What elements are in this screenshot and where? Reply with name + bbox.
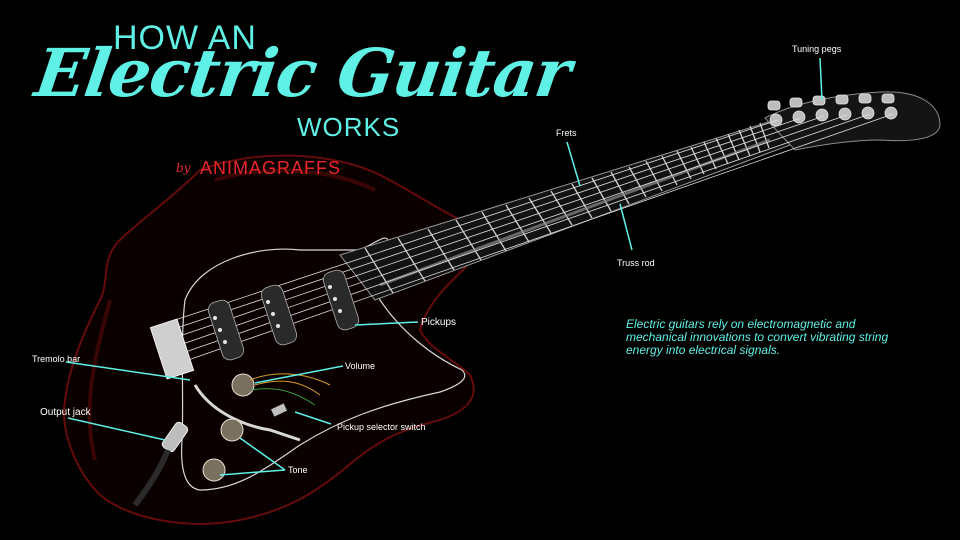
- title-line-1: HOW AN: [113, 19, 257, 57]
- pickups: [207, 269, 360, 361]
- pole-pieces: [213, 285, 342, 344]
- label-tremolo-bar: Tremolo bar: [32, 354, 81, 364]
- pickguard: [180, 237, 466, 491]
- label-pickups: Pickups: [421, 317, 457, 328]
- label-pickup-selector: Pickup selector switch: [337, 422, 426, 432]
- description-text: Electric guitars rely on electromagnetic…: [626, 317, 889, 357]
- bridge: [149, 318, 195, 380]
- brand-name: ANIMAGRAFFS: [200, 158, 342, 178]
- label-tuning-pegs: Tuning pegs: [792, 44, 842, 54]
- label-volume: Volume: [345, 361, 376, 371]
- output-jack: [132, 421, 189, 507]
- tuning-pegs: [767, 93, 898, 127]
- leader-lines: [65, 57, 823, 476]
- label-truss-rod: Truss rod: [617, 258, 655, 268]
- label-frets: Frets: [556, 128, 577, 138]
- title-line-3: WORKS: [297, 112, 401, 142]
- byline-by: by: [176, 161, 191, 175]
- knobs: [202, 373, 255, 482]
- label-tone: Tone: [288, 465, 308, 475]
- label-output-jack: Output jack: [40, 407, 91, 418]
- tremolo-bar: [193, 384, 301, 442]
- selector-switch: [270, 403, 288, 417]
- title-main: Electric Guitar: [30, 34, 575, 112]
